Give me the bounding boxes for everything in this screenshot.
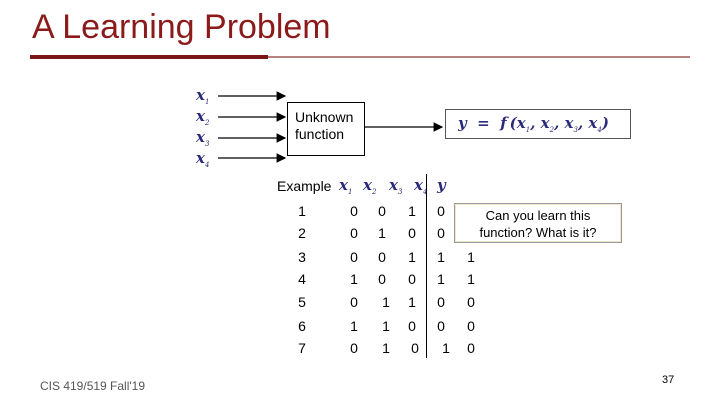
row-7-x3: 0 bbox=[411, 340, 419, 356]
row-4-x2: 0 bbox=[378, 271, 386, 287]
row-7-x1: 0 bbox=[350, 340, 358, 356]
row-4-x4: 1 bbox=[437, 271, 445, 287]
row-2-example: 2 bbox=[298, 225, 306, 241]
table-header-x4: x4 bbox=[414, 176, 427, 196]
question-callout: Can you learn this function? What is it? bbox=[454, 203, 622, 243]
row-7-x4: 1 bbox=[442, 340, 450, 356]
row-7-example: 7 bbox=[298, 340, 306, 356]
row-3-y: 1 bbox=[467, 249, 475, 265]
row-3-example: 3 bbox=[298, 249, 306, 265]
row-2-x4: 0 bbox=[437, 225, 445, 241]
row-3-x2: 0 bbox=[378, 249, 386, 265]
title-rule-dark bbox=[30, 55, 268, 59]
row-6-x3: 0 bbox=[408, 318, 416, 334]
unknown-function-box: Unknown function bbox=[287, 102, 365, 156]
table-header-x2: x2 bbox=[363, 176, 377, 196]
input-label-x3: x3 bbox=[196, 128, 210, 148]
row-4-example: 4 bbox=[298, 271, 306, 287]
table-header-y: y bbox=[437, 176, 446, 194]
table-header-x3: x3 bbox=[389, 176, 403, 196]
unknown-function-line1: Unknown bbox=[295, 109, 354, 125]
row-7-x2: 1 bbox=[382, 340, 390, 356]
row-3-x4: 1 bbox=[437, 249, 445, 265]
row-2-x2: 1 bbox=[378, 225, 386, 241]
input-label-x2: x2 bbox=[196, 107, 210, 127]
question-line2: function? What is it? bbox=[479, 225, 597, 240]
row-1-x4: 0 bbox=[437, 203, 445, 219]
table-divider bbox=[426, 174, 427, 358]
input-label-x1: x1 bbox=[196, 86, 210, 106]
row-2-x3: 0 bbox=[408, 225, 416, 241]
row-1-x2: 0 bbox=[378, 203, 386, 219]
slide-title: A Learning Problem bbox=[32, 8, 331, 46]
row-5-x1: 0 bbox=[350, 294, 358, 310]
row-4-y: 1 bbox=[467, 271, 475, 287]
function-equation: y = f (x1, x2, x3, x4) bbox=[445, 109, 631, 139]
row-4-x3: 0 bbox=[408, 271, 416, 287]
row-6-y: 0 bbox=[467, 318, 475, 334]
row-4-x1: 1 bbox=[350, 271, 358, 287]
footer-course: CIS 419/519 Fall'19 bbox=[40, 379, 146, 393]
row-5-x2: 1 bbox=[382, 294, 390, 310]
row-6-x2: 1 bbox=[382, 318, 390, 334]
row-6-x4: 0 bbox=[437, 318, 445, 334]
row-1-example: 1 bbox=[298, 203, 306, 219]
row-5-x4: 0 bbox=[437, 294, 445, 310]
table-header-example: Example bbox=[277, 178, 332, 194]
row-2-x1: 0 bbox=[350, 225, 358, 241]
row-6-x1: 1 bbox=[350, 318, 358, 334]
row-3-x1: 0 bbox=[350, 249, 358, 265]
input-label-x4: x4 bbox=[196, 149, 210, 169]
title-rule-light bbox=[268, 56, 690, 58]
row-1-x1: 0 bbox=[350, 203, 358, 219]
row-3-x3: 1 bbox=[408, 249, 416, 265]
row-7-y: 0 bbox=[467, 340, 475, 356]
page-number: 37 bbox=[662, 374, 675, 386]
table-header-x1: x1 bbox=[339, 176, 353, 196]
unknown-function-line2: function bbox=[295, 126, 345, 142]
row-1-x3: 1 bbox=[408, 203, 416, 219]
row-5-x3: 1 bbox=[408, 294, 416, 310]
row-5-example: 5 bbox=[298, 294, 306, 310]
question-line1: Can you learn this bbox=[485, 208, 591, 223]
row-6-example: 6 bbox=[298, 318, 306, 334]
row-5-y: 0 bbox=[467, 294, 475, 310]
